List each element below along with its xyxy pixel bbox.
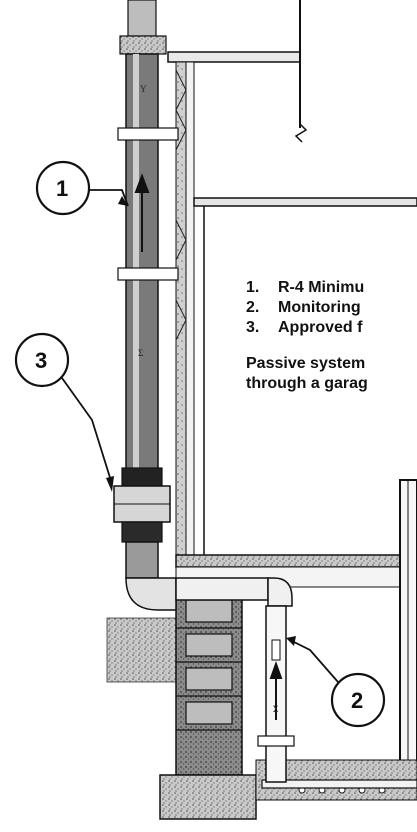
legend-item-3-text: Approved f (278, 319, 363, 336)
legend-item-2-text: Monitoring (278, 299, 361, 316)
callout-1-label: 1 (56, 176, 68, 201)
callout-1: 1 (35, 160, 129, 216)
block-joints (176, 599, 242, 731)
monitor-elbow (267, 577, 293, 607)
roof-flashing (119, 35, 167, 55)
legend: 1. R-4 Minimu 2. Monitoring 3. Approved … (246, 279, 368, 392)
callout-3-circle (14, 332, 70, 388)
stack-elbow (125, 577, 177, 611)
callout-2-arrowhead (286, 636, 296, 646)
callout-2: 2 (286, 636, 386, 728)
callout-1-leader (89, 189, 129, 207)
legend-note-line2: through a garag (246, 375, 368, 392)
legend-item-1-text: R-4 Minimu (278, 279, 364, 296)
pipe-mark-mid: Σ (138, 348, 143, 358)
callout-3-arrowhead (106, 476, 114, 492)
horizontal-run (175, 577, 269, 601)
pipe-breaks (117, 127, 179, 281)
legend-item-1-number: 1. (246, 279, 259, 296)
soil-left (106, 617, 178, 683)
legend-note-line1: Passive system (246, 355, 365, 372)
ceiling-joist (167, 51, 301, 63)
subslab-pipe (261, 779, 417, 789)
ceiling-slab (175, 554, 417, 568)
flow-arrow-up (134, 173, 150, 252)
callout-3-leader (61, 377, 113, 485)
footing (159, 774, 257, 820)
stud-bracing (175, 69, 187, 341)
callout-1-arrowhead (118, 196, 128, 206)
callout-1-circle (35, 160, 91, 216)
break-line-upper (294, 123, 308, 143)
pipe-mark-lower: Σ (273, 704, 278, 714)
callout-2-circle (330, 672, 386, 728)
wall-stud (185, 61, 195, 563)
stack-pipe-lower (125, 541, 159, 579)
riser-breaks (257, 735, 295, 747)
pressure-gauge (271, 639, 281, 661)
callout-3-label: 3 (35, 348, 47, 373)
fan-coupling-bottom (121, 521, 163, 543)
attic-floor (193, 197, 417, 207)
vent-stack (113, 0, 295, 783)
fan-coupling-top (121, 467, 163, 487)
legend-item-2-number: 2. (246, 299, 259, 316)
flow-arrow-riser (269, 661, 283, 720)
pipe-mark-upper: Y (140, 84, 147, 94)
rain-cap (127, 0, 157, 37)
callout-3: 3 (14, 332, 114, 492)
callout-2-label: 2 (351, 688, 363, 713)
callout-2-leader (289, 639, 339, 683)
building-structure (167, 0, 417, 781)
legend-item-3-number: 3. (246, 319, 259, 336)
